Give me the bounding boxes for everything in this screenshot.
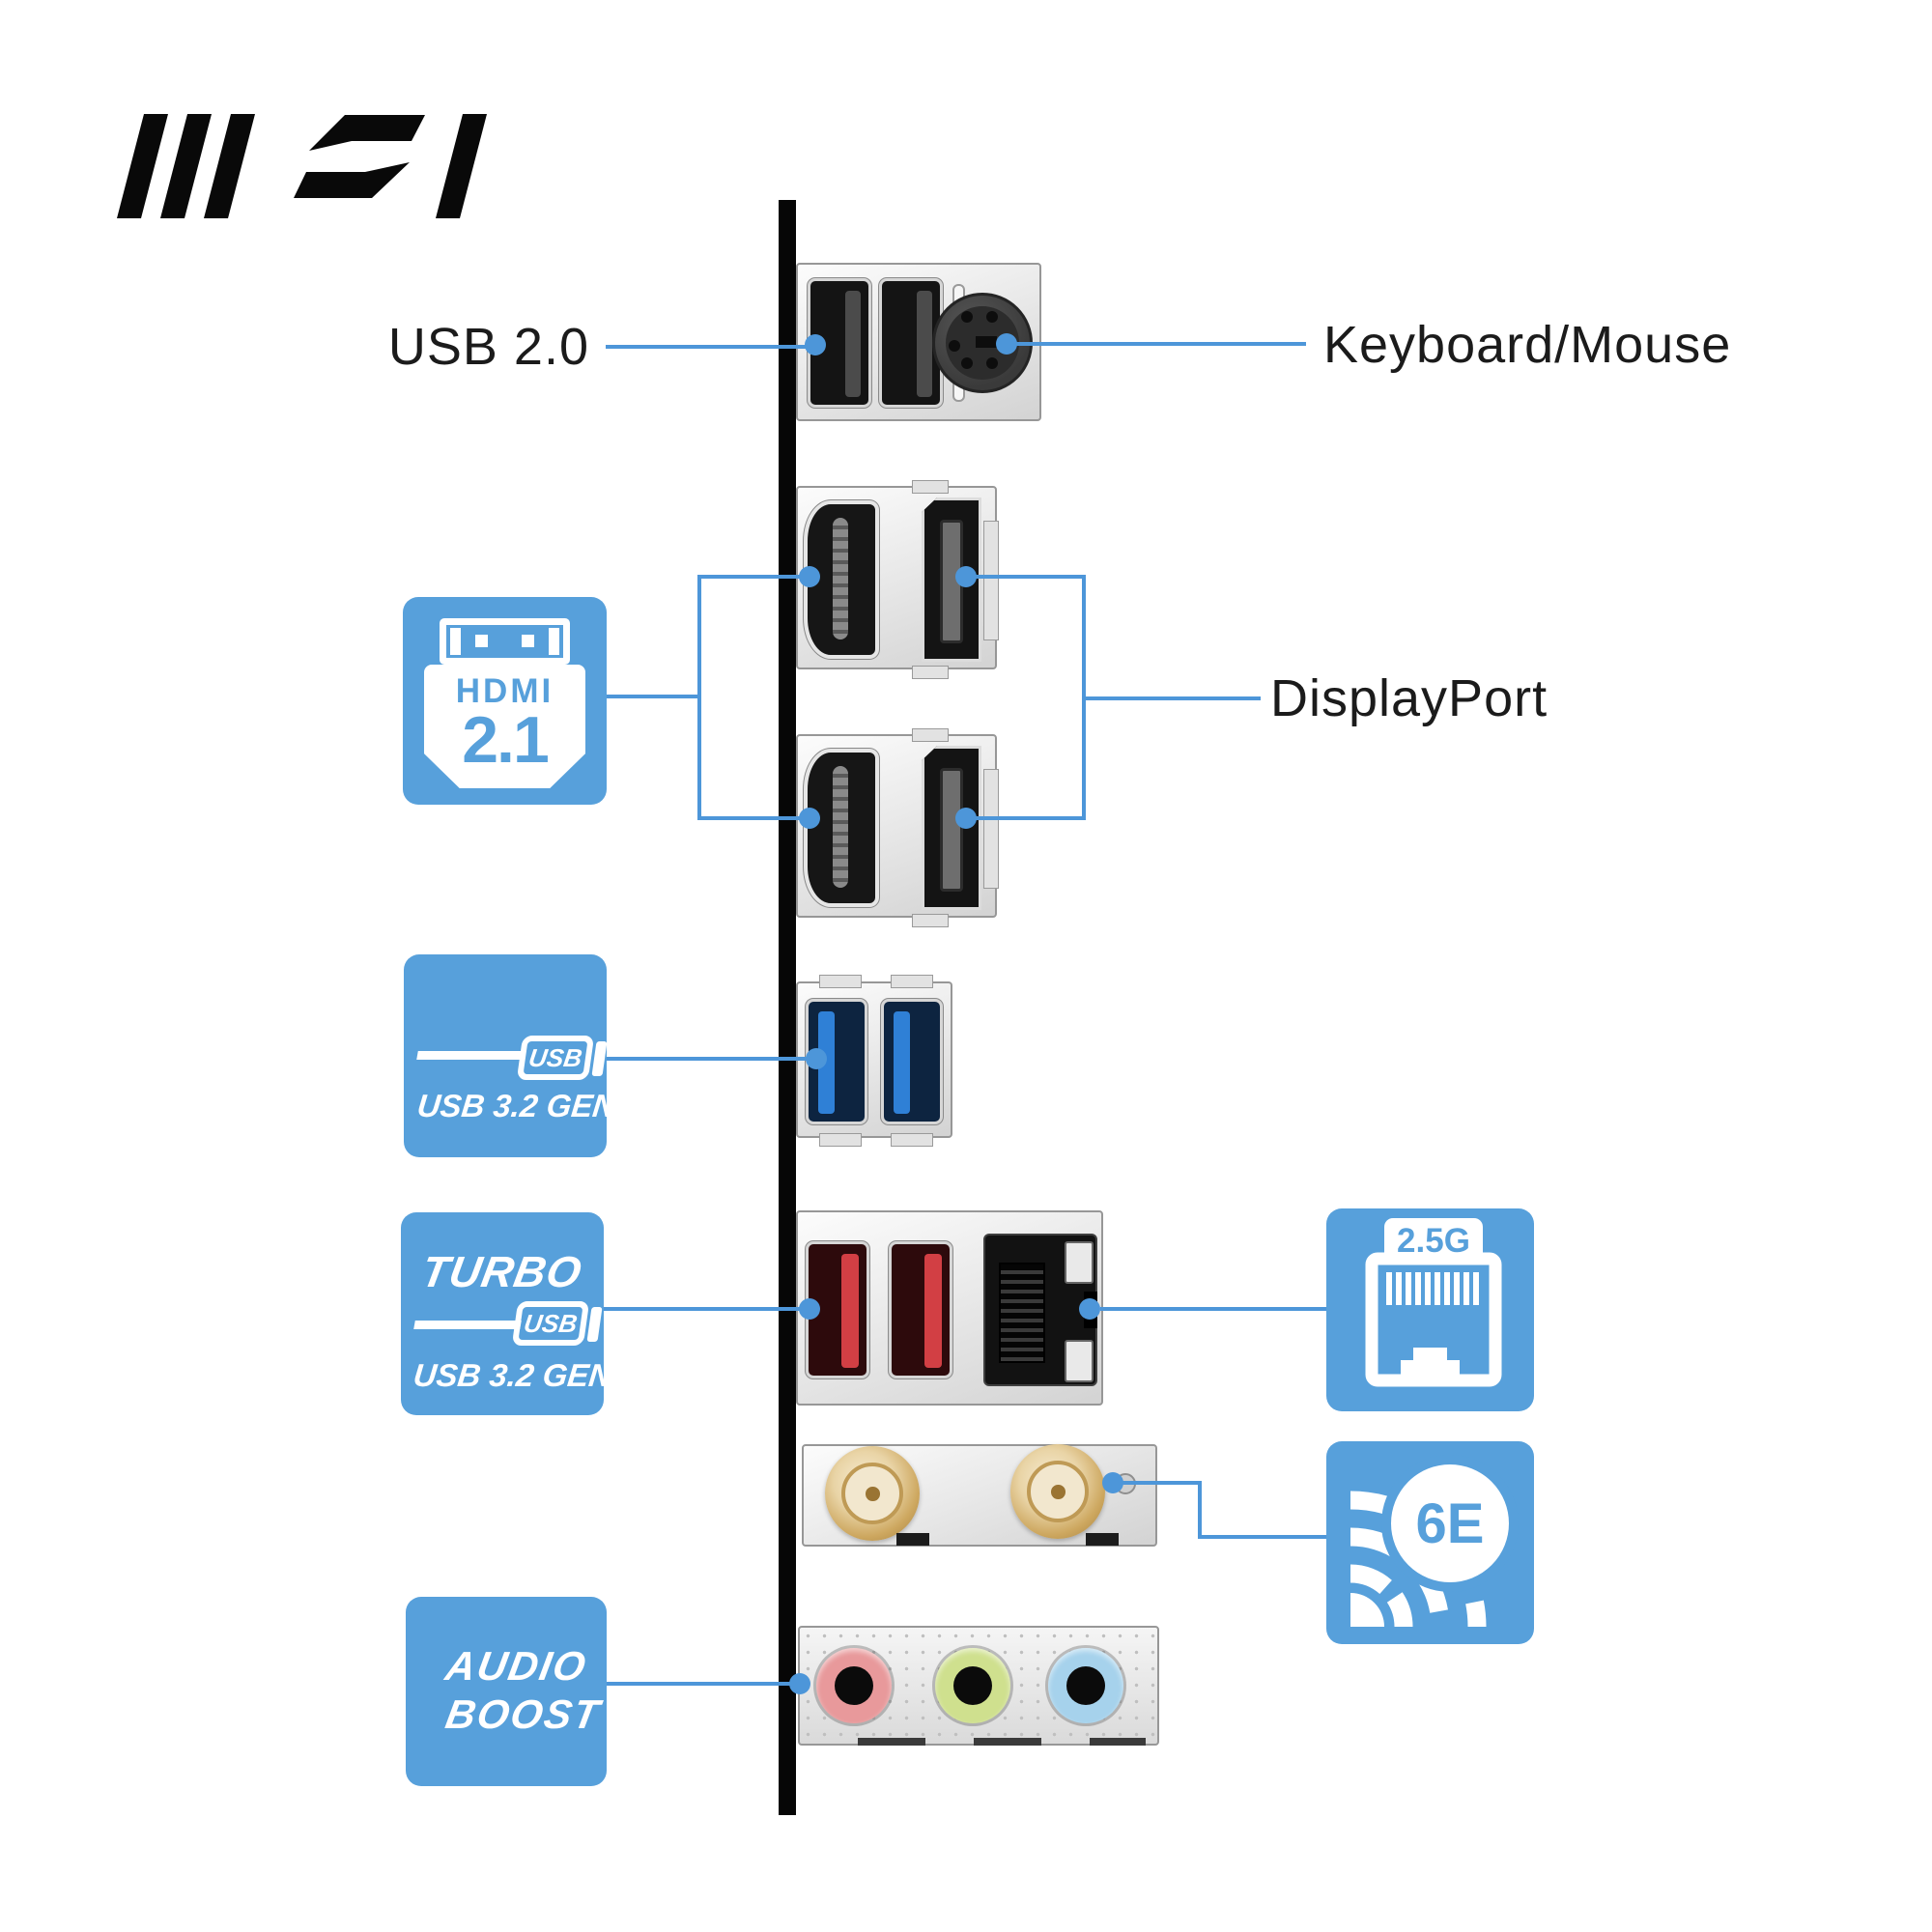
leader-line-hdmi [697,575,811,579]
displayport-label: DisplayPort [1270,669,1548,727]
audio-jack-pink [816,1648,892,1723]
io-shield-edge [779,200,796,1815]
hdmi-pins [833,518,848,639]
dp-pins [940,768,963,892]
leader-line-hdmi [697,575,701,820]
usb32-gen2-badge: TURBO USB USB 3.2 GEN2 [401,1212,632,1415]
audio-word-1: AUDIO [441,1643,591,1689]
hdmi-port-2 [804,749,879,907]
lan-speed-text: 2.5G [1397,1222,1470,1260]
displayport-port-2 [922,746,981,910]
leader-line-wifi [1198,1481,1202,1539]
wifi-standard-text: 6E [1416,1492,1485,1555]
audio-jack-blue [1048,1648,1123,1723]
leader-line-wifi [1113,1481,1202,1485]
usb-plug-icon: USB [511,1301,590,1346]
hdmi-icon-body: HDMI 2.1 [424,665,585,788]
wifi-antenna-connector-2 [1010,1444,1105,1539]
lan-led-top [1065,1241,1094,1284]
usb20-label: USB 2.0 [387,318,589,376]
hdmi-icon-top [440,618,570,665]
usb2-ps2-panel [796,263,1041,421]
usb32-gen1-caption: USB 3.2 GEN1 [415,1088,636,1123]
leader-dot-usb3gen1 [806,1048,827,1069]
usb3-gen1-panel [796,975,952,1147]
leader-line-dp [966,816,1086,820]
audio-jack-panel [798,1626,1159,1746]
lan-led-bottom [1065,1340,1094,1382]
leader-line-wifi [1198,1535,1326,1539]
leader-dot-usb3gen2 [799,1298,820,1320]
leader-line-usb3gen1 [607,1057,816,1061]
usb32-gen2-caption: USB 3.2 GEN2 [412,1357,632,1393]
leader-line-hdmi [697,816,811,820]
bracket-notch [858,1738,925,1746]
wifi-antenna-panel [802,1444,1157,1547]
lan-pins [999,1263,1045,1363]
audio-word-2: BOOST [441,1691,605,1737]
leader-line-ps2 [1007,342,1306,346]
leader-dot-audio [789,1673,810,1694]
leader-line-audio [607,1682,800,1686]
lan-25g-badge: 2.5G [1326,1208,1534,1411]
leader-line-lan [1100,1307,1326,1311]
audio-jack-green [935,1648,1010,1723]
turbo-word: TURBO [417,1247,586,1296]
wifi-6e-badge: 6E [1326,1441,1534,1644]
usb3-gen2-lan-panel [796,1210,1103,1406]
usb32-gen1-badge: USB USB 3.2 GEN1 [404,954,636,1157]
wifi-antenna-connector-1 [825,1446,920,1541]
leader-line-dp [1082,696,1261,700]
usb3-gen1-port-2 [881,999,943,1124]
hdmi-pins [833,766,848,888]
leader-line-usb20 [606,345,815,349]
leader-dot-wifi [1102,1472,1123,1493]
leader-dot-dp2 [955,808,977,829]
leader-dot-lan [1079,1298,1100,1320]
bracket-notch [974,1738,1041,1746]
leader-line-hdmi [607,695,699,698]
wifi-icon: 6E [1350,1455,1519,1628]
leader-dot-usb20 [805,334,826,355]
hdmi-version: 2.1 [462,703,550,777]
keyboard-mouse-label: Keyboard/Mouse [1323,316,1732,374]
leader-dot-ps2 [996,333,1017,355]
bracket-notch [896,1533,929,1546]
leader-dot-dp1 [955,566,977,587]
bracket-notch [1090,1738,1146,1746]
hdmi-word: HDMI [455,672,554,710]
rj45-icon: 2.5G [1365,1218,1502,1387]
leader-line-usb3gen2 [604,1307,810,1311]
usb2-tongue [917,291,932,397]
usb2-tongue [845,291,861,397]
usb3-gen2-port-2 [889,1241,952,1378]
hdmi-dp-panel-2 [796,728,999,927]
audio-boost-badge: AUDIO BOOST [406,1597,607,1786]
usb3-gen1-port-1 [806,999,867,1124]
leader-dot-hdmi2 [799,808,820,829]
bracket-notch [1086,1533,1119,1546]
leader-dot-hdmi1 [799,566,820,587]
msi-logo [117,114,487,218]
leader-line-dp [966,575,1086,579]
hdmi-badge: HDMI 2.1 [403,597,607,805]
usb-plug-icon: USB [516,1036,595,1080]
